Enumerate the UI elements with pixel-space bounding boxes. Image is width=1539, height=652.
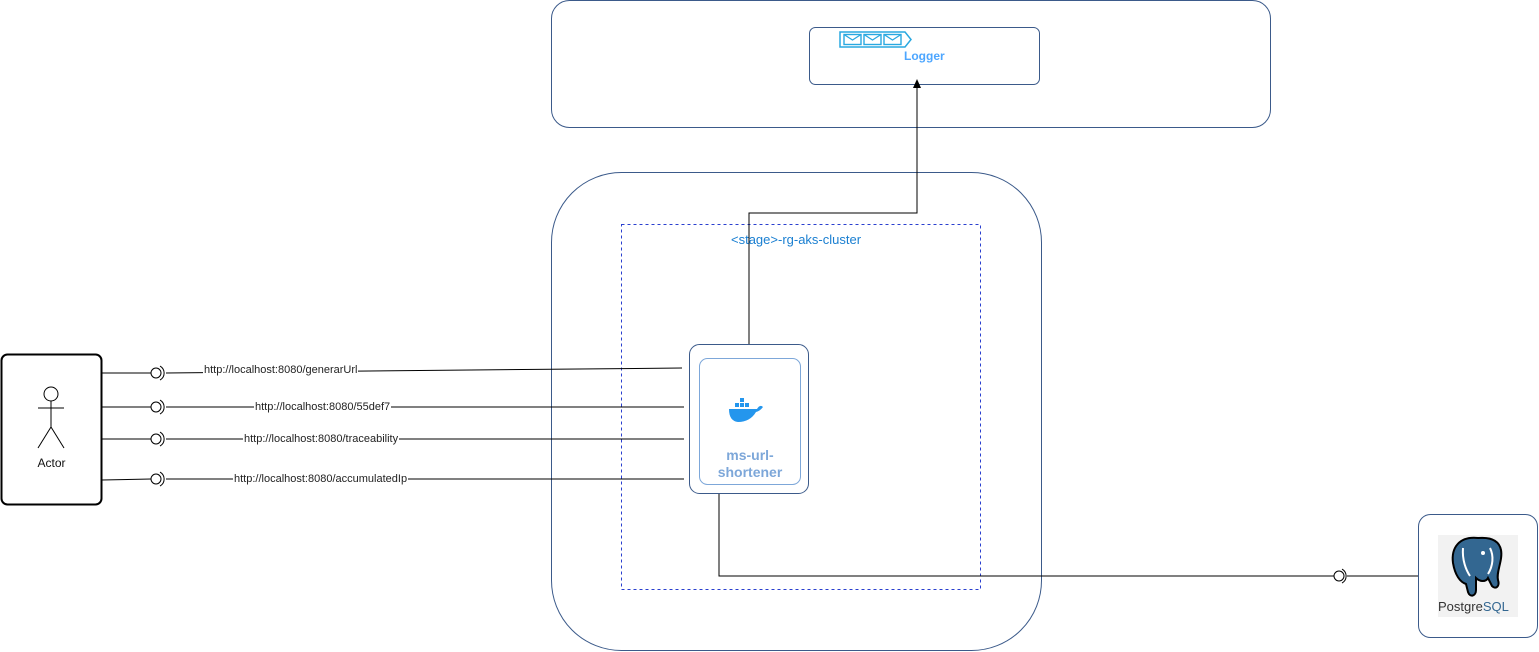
postgresql-elephant-icon — [1451, 536, 1503, 597]
service-label-text: ms-url- shortener — [717, 447, 783, 480]
endpoint-label-55def7: http://localhost:8080/55def7 — [254, 401, 392, 414]
endpoint-label-accumulated-ip: http://localhost:8080/accumulatedIp — [233, 473, 409, 486]
actor-box[interactable] — [0, 353, 103, 506]
stick-figure-icon — [37, 386, 65, 449]
cluster-label: <stage>-rg-aks-cluster — [731, 232, 862, 247]
service-inner-box — [699, 358, 801, 485]
message-queue-icon — [839, 31, 912, 48]
database-interface-socket — [1333, 568, 1347, 584]
service-to-logger-edge — [748, 79, 921, 344]
database-label-accent: SQL — [1482, 599, 1509, 614]
endpoint-label-generar-url: http://localhost:8080/generarUrl — [203, 364, 359, 377]
aks-cluster-boundary — [621, 224, 981, 590]
endpoint-label-traceability: http://localhost:8080/traceability — [243, 433, 400, 446]
database-label: PostgreSQL — [1438, 599, 1509, 614]
docker-icon — [729, 398, 763, 422]
logger-label: Logger — [904, 49, 945, 63]
actor-label: Actor — [37, 456, 66, 470]
service-label: ms-url- shortener — [700, 447, 800, 481]
database-label-main: Postgre — [1438, 599, 1483, 614]
service-to-database-edge — [718, 494, 1340, 577]
